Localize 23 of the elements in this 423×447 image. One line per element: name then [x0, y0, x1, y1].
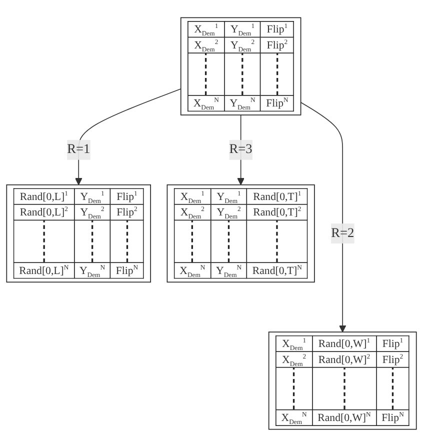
table-cell: Flip$^{2}$ — [376, 352, 410, 368]
table-box — [268, 332, 417, 430]
table-box — [180, 17, 302, 116]
table-cell: Rand[0,L]$^{2}$ — [14, 204, 74, 220]
table-cell: Rand[0,L]$^{N}$ — [14, 262, 74, 278]
table-cell: Flip$^{1}$ — [110, 188, 144, 204]
arrow — [237, 114, 244, 186]
table-cell: Flip$^{2}$ — [110, 204, 144, 220]
table-box — [166, 184, 315, 283]
table-cell: Flip$^{N}$ — [260, 95, 294, 112]
table-cell: Flip$^{1}$ — [376, 336, 410, 352]
table-cell: Rand[0,W]$^{2}$ — [312, 352, 376, 368]
arrow — [300, 102, 346, 332]
table-cell: Flip$^{1}$ — [260, 21, 294, 38]
table-cell: Rand[0,W]$^{N}$ — [312, 410, 376, 426]
table-cell: Rand[0,T]$^{N}$ — [247, 262, 308, 278]
table-cell: Flip$^{N}$ — [376, 410, 410, 426]
table-cell: Rand[0,T]$^{2}$ — [247, 204, 308, 220]
arrow — [74, 88, 182, 186]
table-box — [6, 184, 151, 283]
table-cell: Flip$^{N}$ — [110, 262, 144, 278]
table-cell: Rand[0,L]$^{1}$ — [14, 188, 74, 204]
table-cell: Rand[0,T]$^{1}$ — [247, 188, 308, 204]
